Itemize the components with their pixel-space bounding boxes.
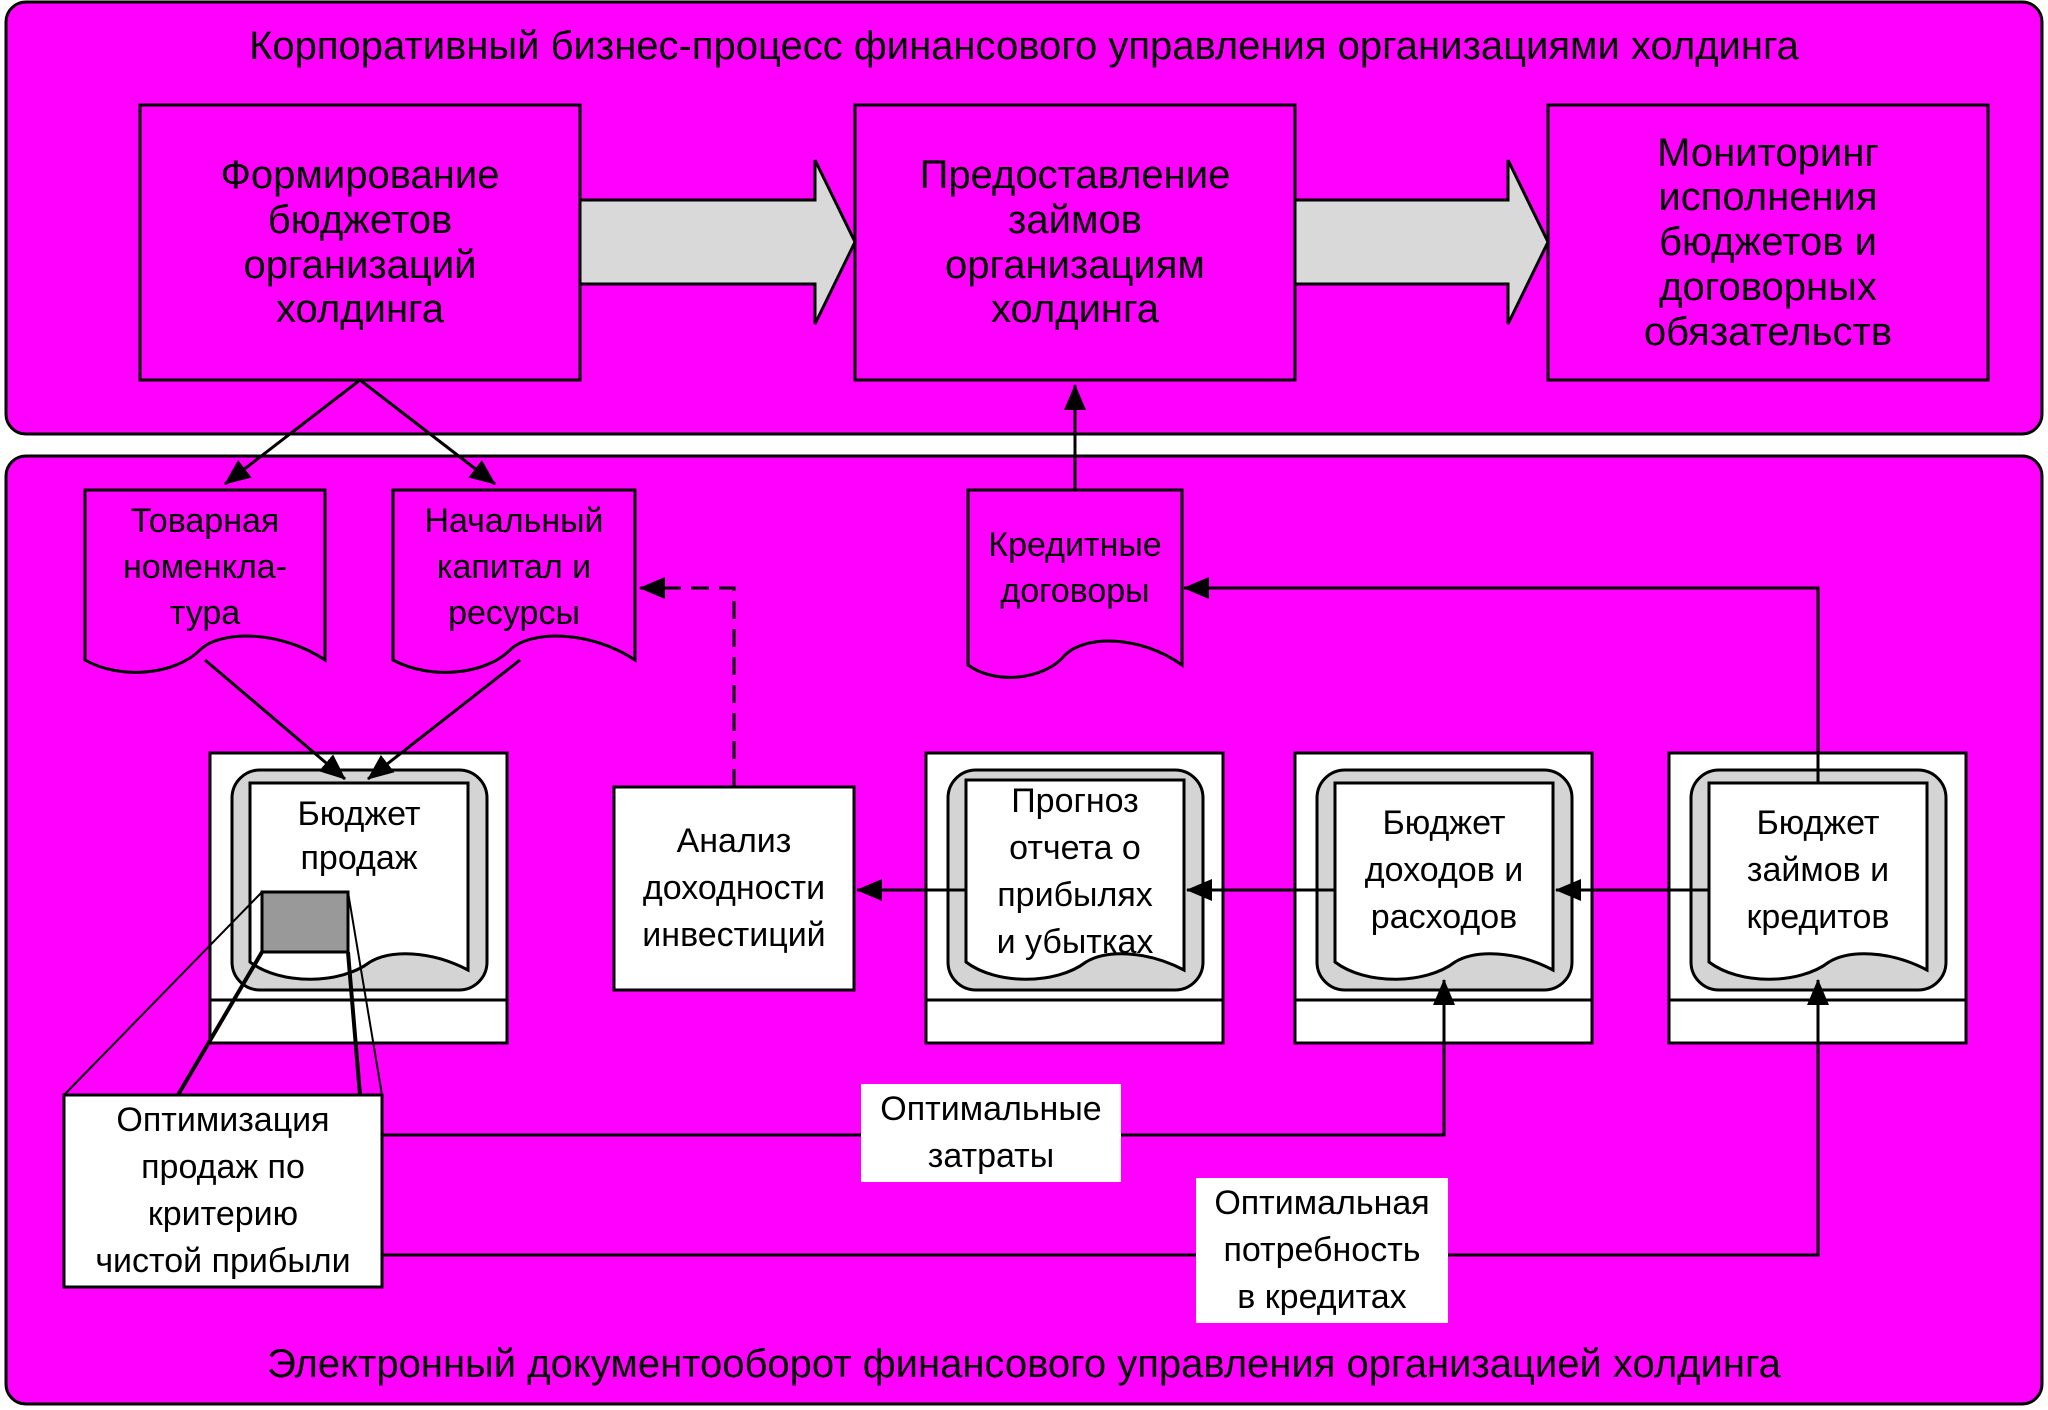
doc-credit-contracts xyxy=(966,488,1184,679)
arrow-optimal-costs xyxy=(382,979,1455,1137)
arrow-to-nomenclature xyxy=(224,378,361,486)
monitor-forecast xyxy=(924,751,1225,1045)
arrow-to-capital xyxy=(359,378,496,486)
dashed-arrow-analysis-to-capital xyxy=(639,577,736,787)
block-arrow-2 xyxy=(1293,159,1550,325)
step-box-monitoring xyxy=(1546,103,1990,382)
sales-cell xyxy=(260,890,350,954)
callout-line-1 xyxy=(63,891,263,1096)
budget-loans-label: Бюджет займов и кредитов xyxy=(1746,804,1890,936)
optimal-credit-label: Оптимальная потребность в кредитах xyxy=(1214,1184,1430,1316)
arrow-capital-to-sales xyxy=(367,658,521,781)
optimization-label: Оптимизация продаж по критерию чистой пр… xyxy=(95,1101,351,1280)
budget-forecast-label: Прогноз отчета о прибылях и убытках xyxy=(996,782,1154,961)
callout-line-3 xyxy=(346,951,362,1096)
optimal-costs-label-bg xyxy=(861,1084,1121,1182)
arrow-nomenclature-to-sales xyxy=(204,658,346,781)
optimal-costs-label: Оптимальные затраты xyxy=(880,1090,1102,1175)
arrow-optimal-credit xyxy=(382,979,1829,1257)
bottom-panel-title: Электронный документооборот финансового … xyxy=(267,1342,1781,1386)
analysis-box xyxy=(612,785,856,992)
callout-line-4 xyxy=(347,891,383,1096)
arrow-loans-to-contracts xyxy=(1183,577,1820,783)
optimal-credit-label-bg xyxy=(1196,1178,1448,1323)
doc-nomenclature-label: Товарная номенкла- тура xyxy=(122,502,288,633)
budget-sales-label: Бюджет продаж xyxy=(297,795,421,878)
step-loans-label: Предоставление займов организациям холди… xyxy=(919,152,1231,332)
step-budgets-label: Формирование бюджетов организаций холдин… xyxy=(220,152,500,332)
block-arrow-1 xyxy=(578,159,857,325)
doc-capital-label: Начальный капитал и ресурсы xyxy=(424,502,604,633)
step-monitoring-label: Мониторинг исполнения бюджетов и договор… xyxy=(1643,130,1893,354)
callout-line-2 xyxy=(176,950,264,1097)
budget-income-expense-label: Бюджет доходов и расходов xyxy=(1364,804,1524,936)
top-panel-title: Корпоративный бизнес-процесс финансового… xyxy=(249,24,1799,68)
doc-capital xyxy=(391,488,637,674)
doc-credit-contracts-label: Кредитные договоры xyxy=(988,526,1162,611)
optimization-box xyxy=(62,1093,384,1289)
investment-analysis-label: Анализ доходности инвестиций xyxy=(642,822,826,954)
doc-nomenclature xyxy=(83,488,327,674)
